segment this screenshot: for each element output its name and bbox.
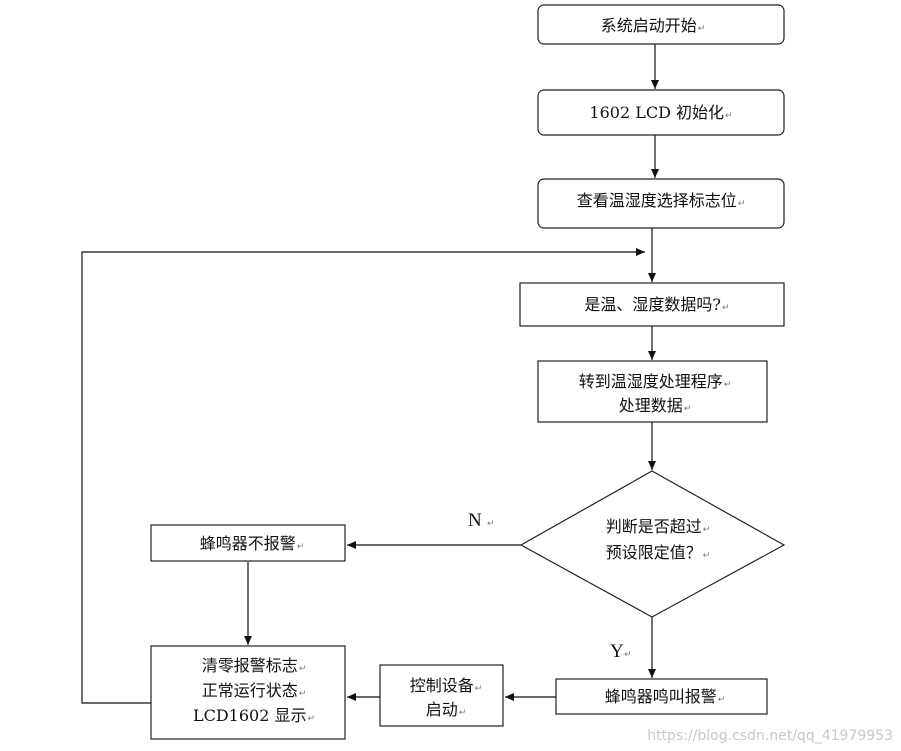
node-no-alarm-text: 蜂鸣器不报警↵ [200, 534, 305, 553]
node-line: 清零报警标志 [202, 656, 298, 675]
edge-label-no: N [468, 510, 482, 531]
node-line: 正常运行状态 [202, 681, 298, 700]
node-control: 控制设备↵启动↵ [379, 664, 504, 727]
node-check-flag: 查看温湿度选择标志位↵ [537, 178, 785, 229]
node-line: 查看温湿度选择标志位 [577, 191, 737, 210]
node-line: 处理数据 [619, 396, 683, 415]
node-start-text: 系统启动开始↵ [601, 16, 706, 35]
node-lcd-init: 1602 LCD 初始化↵ [537, 89, 785, 136]
node-is-data: 是温、湿度数据吗?↵ [519, 282, 785, 327]
node-is-data-text: 是温、湿度数据吗?↵ [584, 295, 729, 314]
node-clear: 清零报警标志↵正常运行状态↵LCD1602 显示↵ [150, 645, 346, 740]
node-line: 启动 [426, 700, 458, 719]
node-line: 是温、湿度数据吗? [584, 295, 721, 314]
connectors [81, 44, 659, 704]
node-alarm-text: 蜂鸣器鸣叫报警↵ [605, 687, 726, 706]
node-no-alarm: 蜂鸣器不报警↵ [150, 524, 346, 562]
node-alarm: 蜂鸣器鸣叫报警↵ [555, 678, 768, 715]
node-clear-text: 清零报警标志↵正常运行状态↵LCD1602 显示↵ [193, 656, 315, 725]
edge-label-yes: Y [610, 641, 624, 662]
node-line: 转到温湿度处理程序 [579, 372, 723, 391]
node-line: 1602 LCD 初始化 [589, 103, 724, 122]
node-process-text: 转到温湿度处理程序↵处理数据↵ [579, 372, 732, 415]
watermark: https://blog.csdn.net/qq_41979953 [647, 728, 893, 744]
node-line: 预设限定值？ [606, 543, 702, 562]
node-lcd-init-text: 1602 LCD 初始化↵ [589, 103, 732, 122]
svg-text:↵: ↵ [624, 650, 632, 660]
node-check-flag-text: 查看温湿度选择标志位↵ [577, 191, 746, 210]
edge-loop-back [81, 248, 645, 704]
node-judge: 判断是否超过↵预设限定值？↵ [519, 470, 786, 618]
node-process: 转到温湿度处理程序↵处理数据↵ [537, 360, 768, 423]
node-line: LCD1602 显示 [193, 706, 307, 725]
node-control-text: 控制设备↵启动↵ [410, 676, 483, 719]
node-line: 判断是否超过 [606, 517, 702, 536]
node-line: 系统启动开始 [601, 16, 697, 35]
node-judge-text: 判断是否超过↵预设限定值？↵ [606, 517, 711, 562]
node-line: 控制设备 [410, 676, 474, 695]
svg-text:↵: ↵ [487, 519, 495, 529]
node-line: 蜂鸣器不报警 [200, 534, 296, 553]
node-line: 蜂鸣器鸣叫报警 [605, 687, 717, 706]
node-start: 系统启动开始↵ [537, 4, 785, 45]
